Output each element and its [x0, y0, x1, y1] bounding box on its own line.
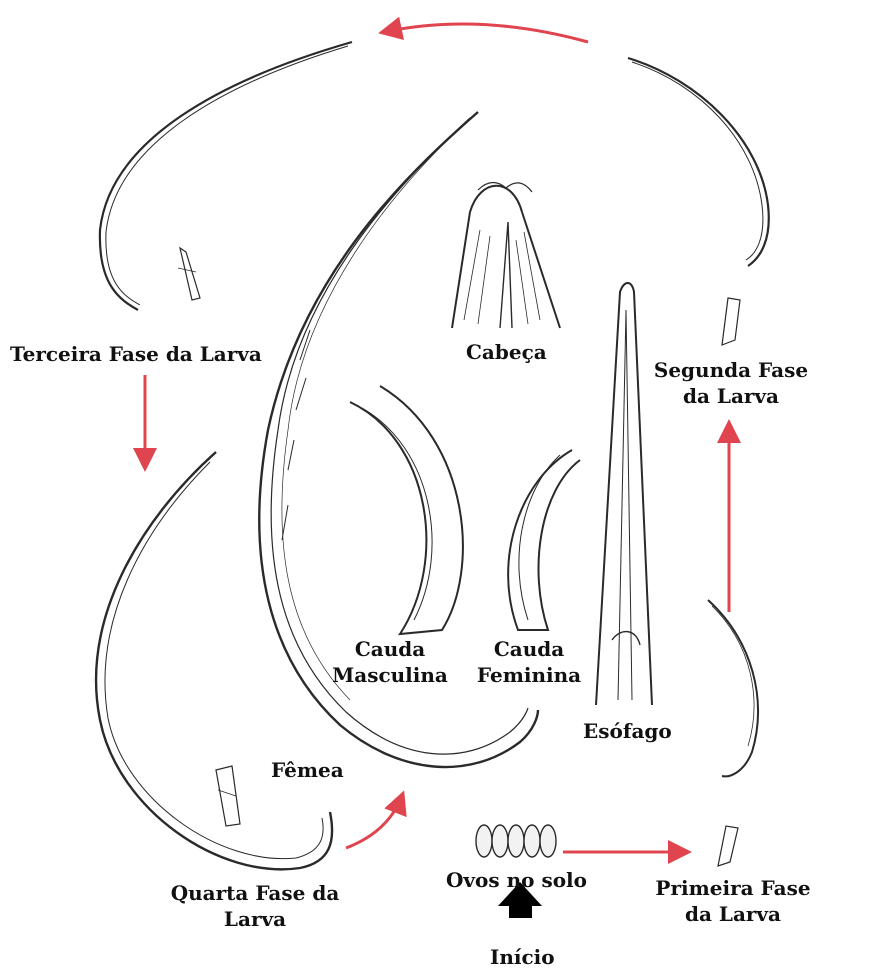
arrow-second-to-third [384, 24, 588, 42]
male-tail-label-line2: Masculina [330, 662, 450, 688]
third-stage-label: Terceira Fase da Larva [10, 341, 262, 367]
first-stage-larva-drawing [708, 600, 758, 866]
female-tail-label-line1: Cauda [468, 636, 590, 662]
head-label: Cabeça [466, 339, 547, 365]
head-drawing [452, 182, 560, 328]
second-stage-label: Segunda Fase da Larva [646, 357, 816, 409]
first-stage-label-line2: da Larva [648, 901, 818, 927]
female-tail-drawing [508, 450, 580, 630]
second-stage-larva-drawing [628, 58, 769, 345]
third-stage-larva-drawing [100, 42, 352, 310]
male-tail-drawing [350, 386, 463, 634]
esophagus-label: Esófago [583, 718, 672, 744]
second-stage-label-line2: da Larva [646, 383, 816, 409]
eggs-label: Ovos no solo [446, 867, 587, 893]
eggs-drawing [476, 825, 556, 857]
arrow-fourth-to-female [346, 796, 402, 848]
male-tail-label-line1: Cauda [330, 636, 450, 662]
fourth-stage-label-line1: Quarta Fase da [160, 880, 350, 906]
female-tail-label-line2: Feminina [468, 662, 590, 688]
fourth-stage-label-line2: Larva [160, 906, 350, 932]
first-stage-label: Primeira Fase da Larva [648, 875, 818, 927]
esophagus-drawing [596, 283, 652, 705]
female-tail-label: Cauda Feminina [468, 636, 590, 688]
fourth-stage-larva-drawing [96, 452, 332, 869]
first-stage-label-line1: Primeira Fase [648, 875, 818, 901]
male-tail-label: Cauda Masculina [330, 636, 450, 688]
fourth-stage-label: Quarta Fase da Larva [160, 880, 350, 932]
start-label: Início [490, 944, 555, 970]
female-label: Fêmea [271, 757, 344, 783]
second-stage-label-line1: Segunda Fase [646, 357, 816, 383]
